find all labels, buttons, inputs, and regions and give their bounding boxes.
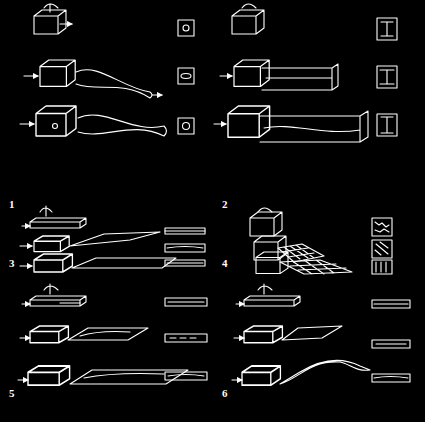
panel-number: 5 [9,388,15,399]
panel-6 [232,284,410,385]
panel-number: 6 [222,388,228,399]
panel-3 [20,206,205,272]
panel-number: 2 [222,199,228,210]
panel-number: 4 [222,258,228,269]
panel-5 [18,284,207,385]
panel-1 [20,4,194,136]
panel-number: 3 [9,258,15,269]
panel-4 [250,208,392,274]
panel-number: 1 [9,199,15,210]
panel-2 [214,4,397,142]
